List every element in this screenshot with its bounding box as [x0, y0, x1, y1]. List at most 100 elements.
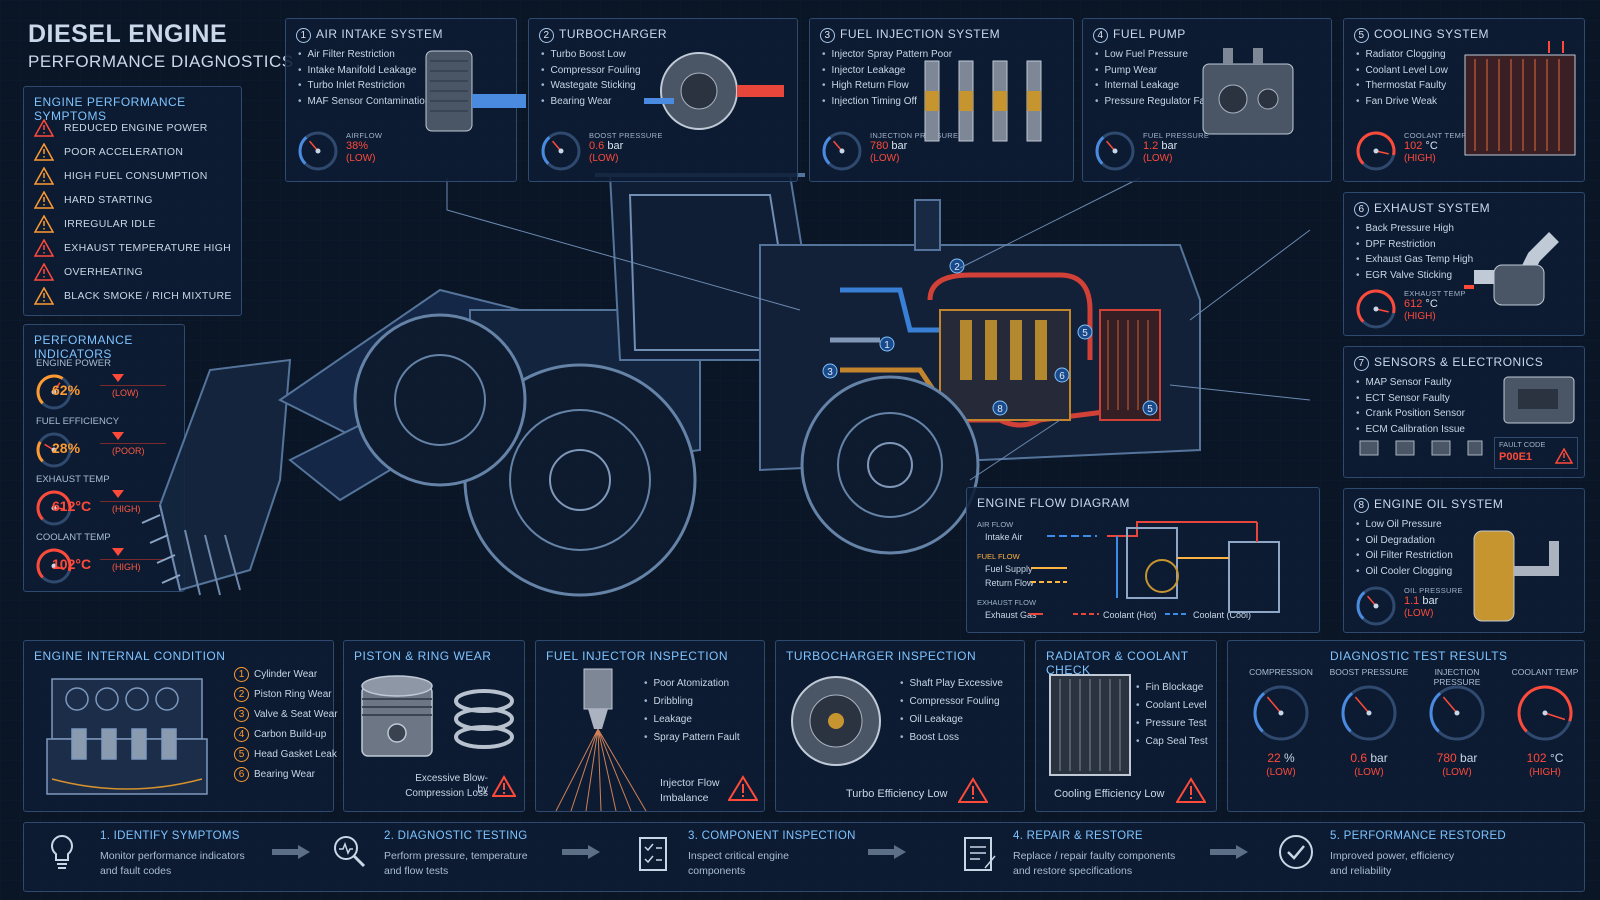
system-item: ECM Calibration Issue	[1356, 422, 1465, 438]
indicator-divider	[100, 385, 166, 386]
system-item: Bearing Wear	[541, 94, 641, 110]
symptom-label: REDUCED ENGINE POWER	[64, 122, 208, 134]
warning-icon	[1176, 777, 1206, 803]
step-title: 4. REPAIR & RESTORE	[1013, 830, 1143, 842]
system-gauge-readout: FUEL PRESSURE 1.2 bar (LOW)	[1143, 131, 1209, 164]
system-7-illustration	[1503, 376, 1575, 424]
symptom-label: EXHAUST TEMPERATURE HIGH	[64, 242, 232, 254]
test-label: COMPRESSION	[1249, 667, 1313, 677]
system-item-list: MAP Sensor FaultyECT Sensor FaultyCrank …	[1356, 375, 1466, 438]
system-item-list: Low Fuel PressurePump WearInternal Leaka…	[1095, 47, 1221, 109]
system-item: Injector Leakage	[822, 63, 952, 79]
internal-item-number: 2	[234, 687, 249, 702]
alert-icon	[34, 287, 54, 305]
fuel-flow-label: FUEL FLOW	[977, 552, 1020, 561]
indicator-value: 28%	[52, 440, 81, 456]
step-desc-line1: Monitor performance indicators	[100, 850, 245, 862]
svg-text:8: 8	[997, 404, 1003, 415]
radiator-illustration	[1049, 674, 1131, 776]
step-title: 2. DIAGNOSTIC TESTING	[384, 830, 528, 842]
system-gauge-readout: AIRFLOW 38% (LOW)	[346, 131, 382, 164]
system-item: Fan Drive Weak	[1356, 94, 1448, 110]
gauge-value: 38%	[346, 140, 369, 152]
svg-text:3: 3	[827, 367, 833, 378]
step-desc-line1: Replace / repair faulty components	[1013, 850, 1176, 862]
internal-item-label: Valve & Seat Wear	[254, 709, 338, 720]
test-gauge	[1339, 683, 1399, 748]
system-gauge	[1354, 287, 1398, 331]
internal-item-number: 4	[234, 727, 249, 742]
lightbulb-icon	[51, 834, 73, 869]
system-item: Injection Timing Off	[822, 94, 952, 110]
system-gauge	[1354, 584, 1398, 628]
symptom-label: IRREGULAR IDLE	[64, 218, 156, 230]
return-flow-label: Return Flow	[985, 578, 1034, 588]
inspection-item: Poor Atomization	[644, 675, 740, 693]
flow-schematic	[1029, 521, 1280, 615]
internal-title: ENGINE INTERNAL CONDITION	[34, 649, 226, 663]
injector-spray-illustration	[555, 668, 647, 811]
test-unit: bar	[1460, 751, 1478, 765]
alert-icon	[34, 167, 54, 185]
svg-text:6: 6	[1059, 371, 1065, 382]
turbo-title: TURBOCHARGER INSPECTION	[786, 649, 977, 663]
system-item: Thermostat Faulty	[1356, 78, 1448, 94]
coolant-hot-label: Coolant (Hot)	[1103, 610, 1157, 620]
gauge-status: (LOW)	[1143, 153, 1173, 164]
page-subtitle: PERFORMANCE DIAGNOSTICS	[28, 52, 294, 71]
indicator-value: 62%	[52, 382, 81, 398]
indicator-label: COOLANT TEMP	[36, 532, 111, 543]
indicator-status: (POOR)	[112, 446, 145, 456]
step-desc-line2: and reliability	[1330, 865, 1392, 877]
system-item: MAP Sensor Faulty	[1356, 375, 1465, 391]
magnifier-icon	[334, 836, 366, 868]
system-3-illustration	[924, 60, 1042, 142]
flow-diagram-title: ENGINE FLOW DIAGRAM	[977, 496, 1130, 510]
turbo-note: Turbo Efficiency Low	[846, 788, 948, 800]
coolant-cool-label: Coolant (Cool)	[1193, 610, 1252, 620]
system-item: High Return Flow	[822, 78, 952, 94]
gauge-value: 102	[1404, 140, 1423, 152]
indicator-label: ENGINE POWER	[36, 358, 111, 369]
system-number: 2	[539, 28, 554, 43]
tests-title: DIAGNOSTIC TEST RESULTS	[1330, 649, 1508, 663]
system-item: Turbo Boost Low	[541, 47, 641, 63]
internal-item-label: Bearing Wear	[254, 769, 315, 780]
page-title: DIESEL ENGINE	[28, 20, 228, 48]
test-gauge	[1515, 683, 1575, 748]
svg-text:1: 1	[884, 340, 890, 351]
inspection-item: Dribbling	[644, 693, 740, 711]
engine-block-illustration	[46, 678, 208, 795]
system-1-illustration	[425, 50, 526, 132]
gauge-status: (LOW)	[589, 153, 619, 164]
system-item: Compressor Fouling	[541, 63, 641, 79]
indicator-value: 102°C	[52, 556, 92, 572]
gauge-label: AIRFLOW	[346, 131, 383, 140]
system-number: 6	[1354, 202, 1369, 217]
system-item: Radiator Clogging	[1356, 47, 1448, 63]
inspection-item: Pressure Test	[1136, 715, 1208, 733]
indicator-divider	[100, 559, 166, 560]
system-item: Oil Filter Restriction	[1356, 548, 1453, 564]
internal-item-number: 5	[234, 747, 249, 762]
system-item-list: Turbo Boost LowCompressor FoulingWastega…	[541, 47, 641, 109]
exhaust-flow-label: EXHAUST FLOW	[977, 598, 1037, 607]
internal-item-number: 6	[234, 767, 249, 782]
test-readout: 0.6 bar	[1326, 751, 1412, 765]
warning-icon	[492, 775, 516, 797]
down-arrow-icon	[112, 548, 124, 556]
test-readout: 102 °C	[1502, 751, 1588, 765]
alert-icon	[34, 239, 54, 257]
test-unit: bar	[1370, 751, 1388, 765]
arrow-right-icon	[272, 845, 310, 859]
test-value: 0.6	[1350, 751, 1367, 765]
gauge-value: 1.1	[1404, 595, 1420, 607]
